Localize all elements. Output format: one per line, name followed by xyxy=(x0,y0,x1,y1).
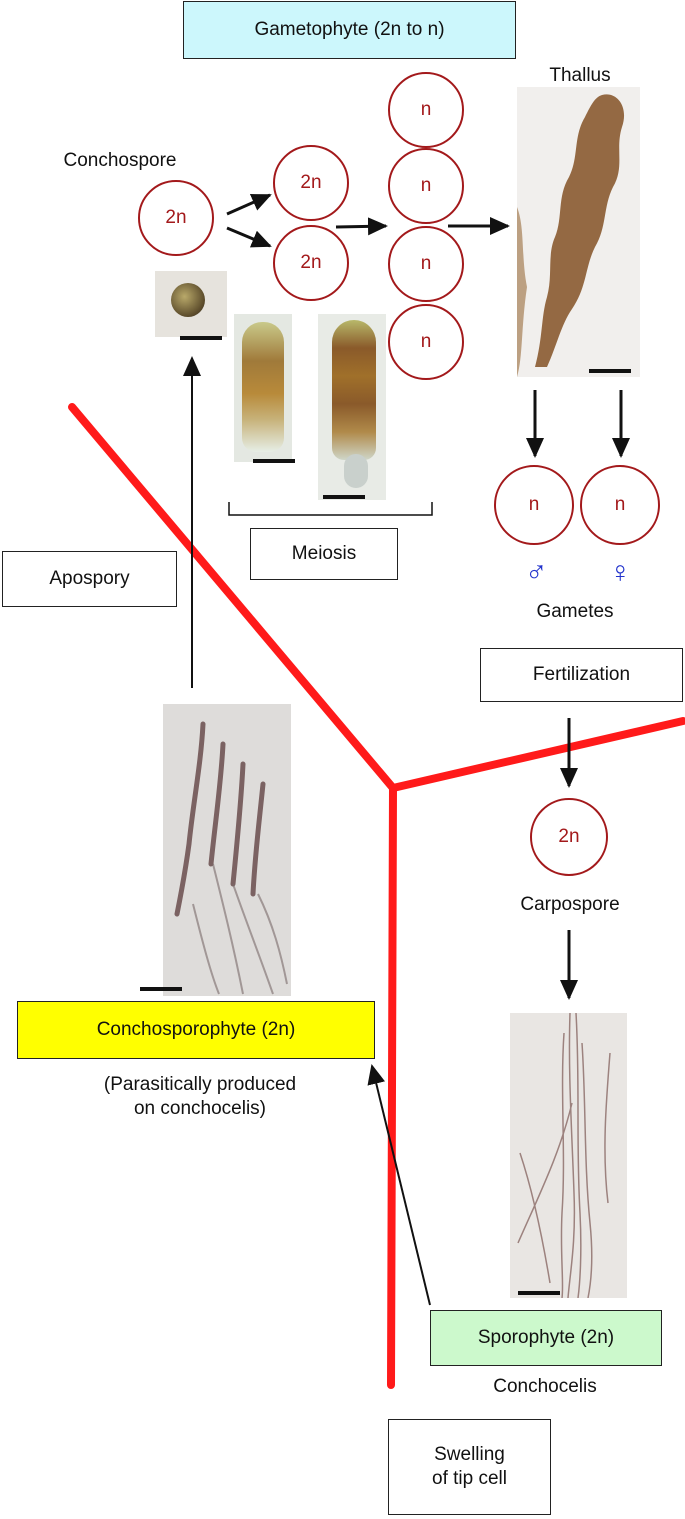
swelling-box: Swelling of tip cell xyxy=(388,1419,551,1515)
gametes-label: Gametes xyxy=(536,601,614,622)
male-symbol-icon: ♂ xyxy=(525,556,548,589)
sporophyte-label: Sporophyte (2n) xyxy=(477,1327,615,1349)
arrow-conchospore-to-2n-bottom xyxy=(226,226,272,248)
meiosis-box: Meiosis xyxy=(250,528,398,580)
scale-bar xyxy=(180,336,222,340)
meiosis-bracket xyxy=(228,502,433,516)
carpospore-circle: 2n xyxy=(530,798,608,876)
tetrad-circle-4: n xyxy=(388,304,464,380)
meiosis-label: Meiosis xyxy=(291,543,357,565)
female-gamete-circle: n xyxy=(580,465,660,545)
conchospore-micrograph xyxy=(155,271,227,337)
parasitic-note: (Parasitically produced on conchocelis) xyxy=(103,1074,297,1119)
conchocelis-label: Conchocelis xyxy=(493,1376,597,1397)
arrow-2n-to-tetrad xyxy=(335,217,388,236)
arrow-sporophyte-to-conchosporophyte xyxy=(367,1064,431,1306)
female-symbol-icon: ♀ xyxy=(609,556,632,589)
scale-bar xyxy=(589,369,631,373)
tetrad-circle-2: n xyxy=(388,148,464,224)
meiosis-micrograph-2 xyxy=(318,314,386,500)
gametophyte-label: Gametophyte (2n to n) xyxy=(254,19,445,41)
conchosporophyte-micrograph xyxy=(163,704,291,996)
lineage-lines xyxy=(68,403,685,1389)
thallus-blade-shape xyxy=(517,94,625,377)
carpospore-label: Carpospore xyxy=(520,894,620,915)
apospory-box: Apospory xyxy=(2,551,177,607)
conchospore-circle: 2n xyxy=(138,180,214,256)
division-2n-bottom-circle: 2n xyxy=(273,225,349,301)
conchosporophyte-label: Conchosporophyte (2n) xyxy=(96,1019,296,1041)
male-gamete-circle: n xyxy=(494,465,574,545)
swelling-label: Swelling of tip cell xyxy=(432,1444,507,1489)
gametophyte-box: Gametophyte (2n to n) xyxy=(183,1,516,59)
thallus-photo xyxy=(517,87,640,377)
sporophyte-box: Sporophyte (2n) xyxy=(430,1310,662,1366)
scale-bar xyxy=(140,987,182,991)
tetrad-circle-1: n xyxy=(388,72,464,148)
thallus-label: Thallus xyxy=(549,65,611,86)
arrow-conchospore-to-2n-top xyxy=(226,193,272,216)
lineage-line-right xyxy=(389,717,685,792)
lineage-line-left xyxy=(68,403,397,792)
arrows xyxy=(183,193,630,1306)
tetrad-circle-3: n xyxy=(388,226,464,302)
conchospore-label: Conchospore xyxy=(63,150,177,171)
apospory-label: Apospory xyxy=(49,568,130,590)
lineage-line-trunk xyxy=(387,784,397,1389)
conchocelis-filaments xyxy=(517,1013,611,1298)
division-2n-top-circle: 2n xyxy=(273,145,349,221)
scale-bar xyxy=(253,459,295,463)
scale-bar xyxy=(323,495,365,499)
fertilization-box: Fertilization xyxy=(480,648,683,702)
conchosporophyte-box: Conchosporophyte (2n) xyxy=(17,1001,375,1059)
scale-bar xyxy=(518,1291,560,1295)
fertilization-label: Fertilization xyxy=(532,664,631,686)
conchocelis-micrograph xyxy=(510,1013,627,1298)
filament-drawing xyxy=(174,721,288,995)
meiosis-micrograph-1 xyxy=(234,314,292,462)
